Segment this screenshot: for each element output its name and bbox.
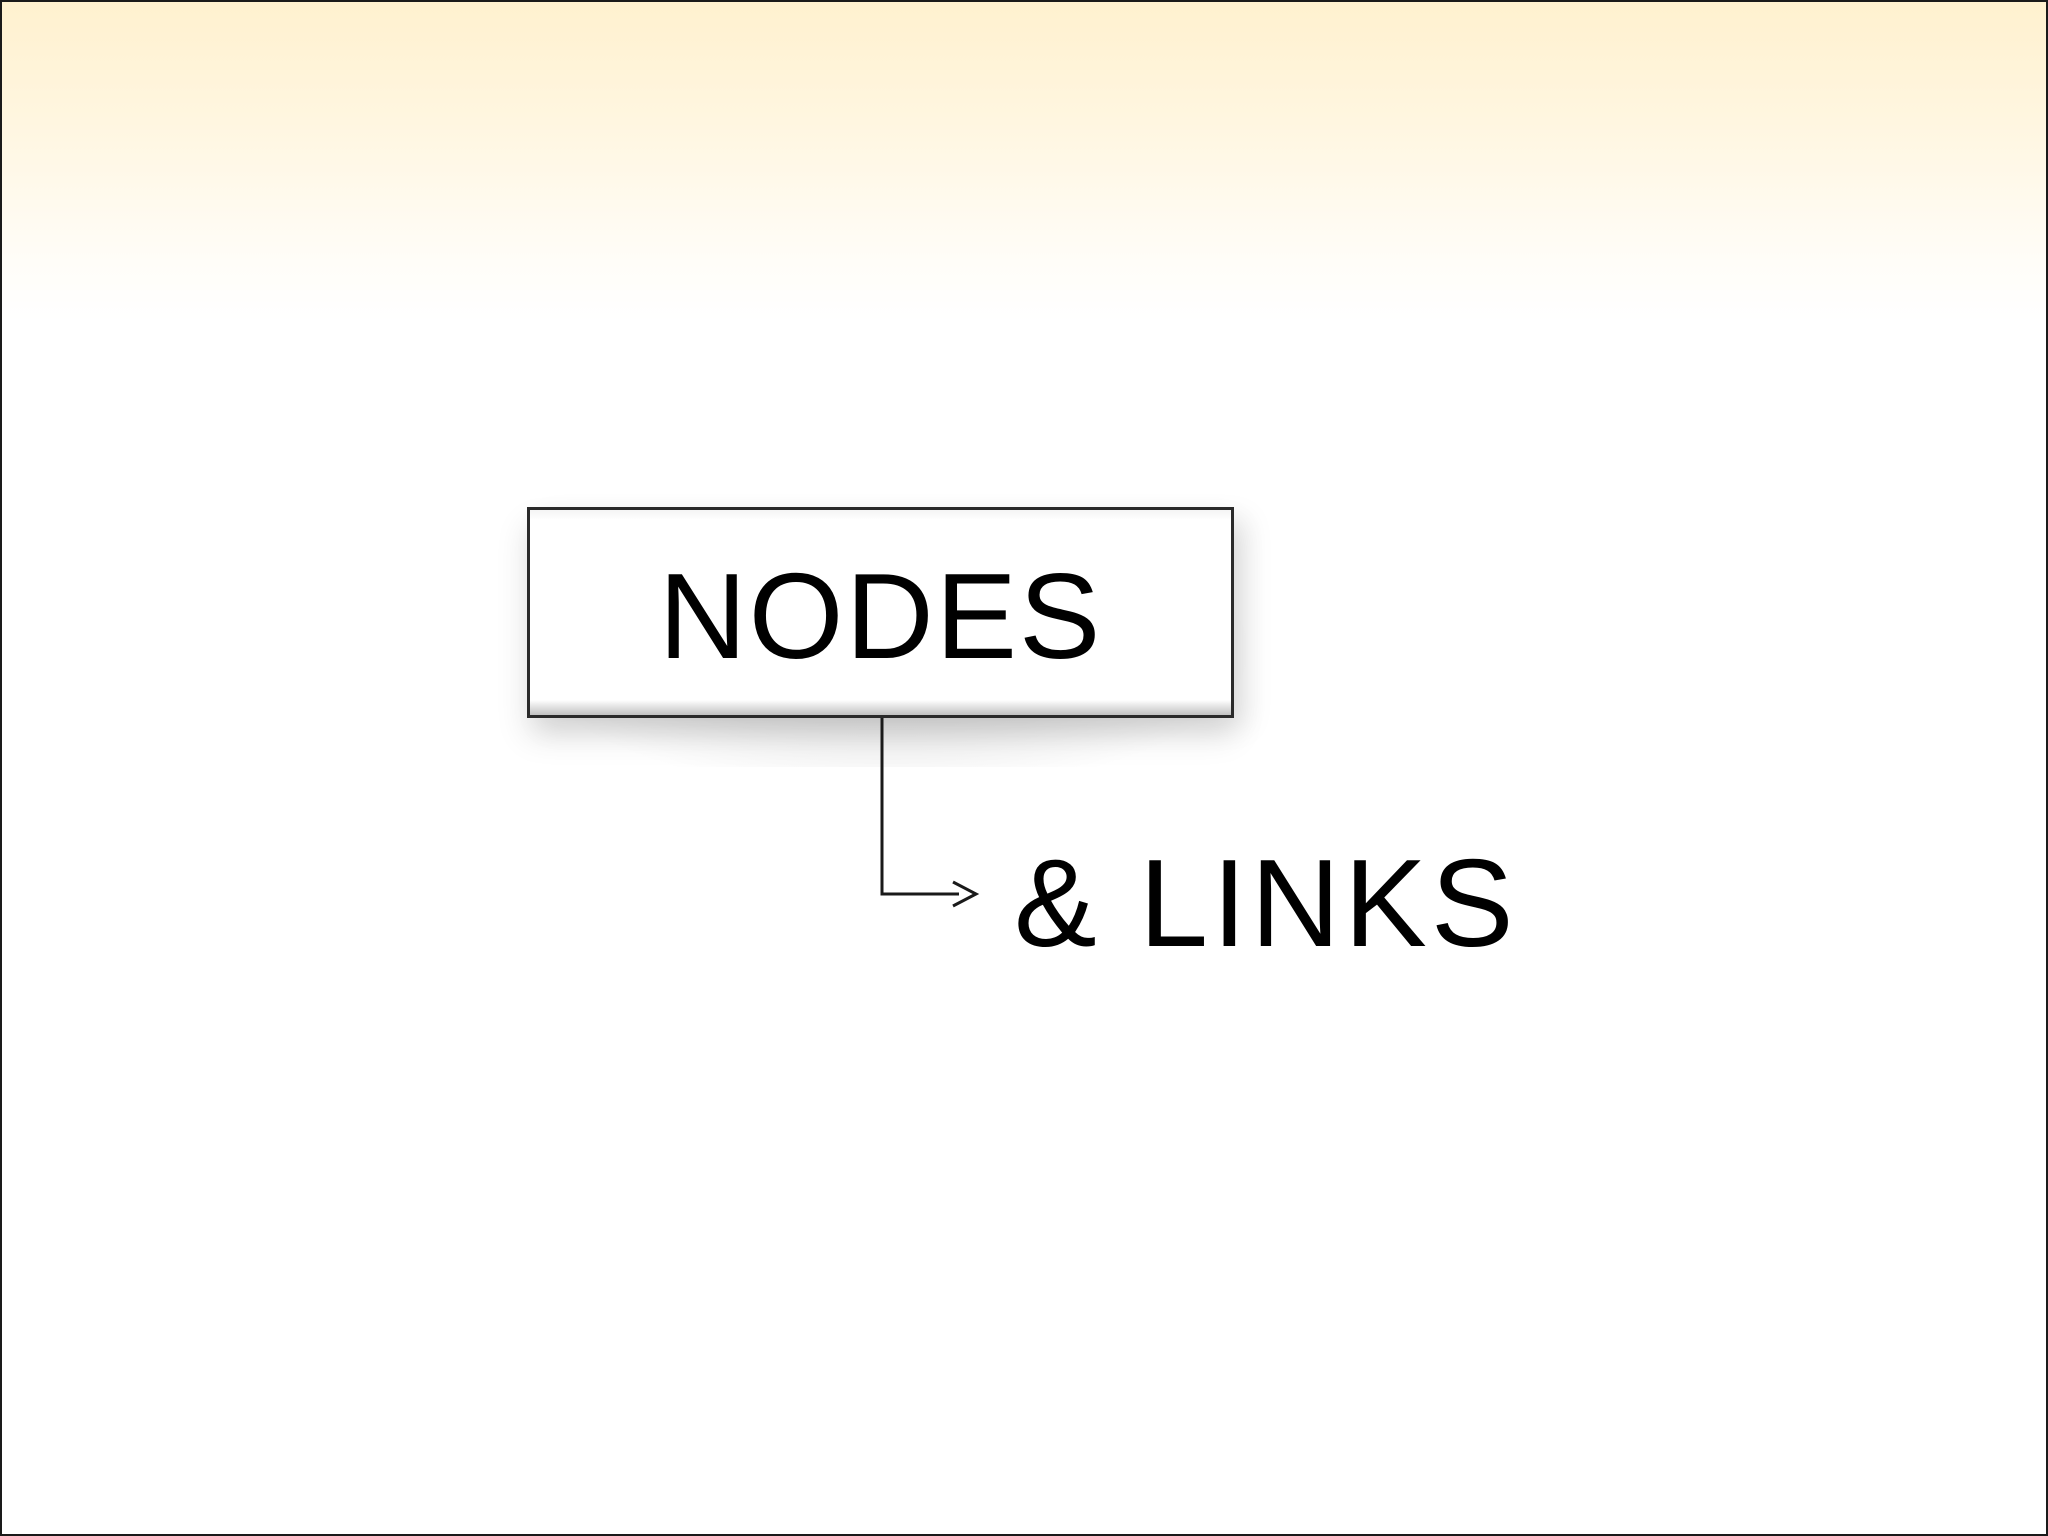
links-label: & LINKS bbox=[1014, 835, 1518, 973]
connector-line bbox=[880, 718, 959, 896]
nodes-label: NODES bbox=[658, 547, 1103, 684]
nodes-box: NODES bbox=[527, 507, 1234, 718]
connector-arrowhead bbox=[952, 880, 980, 908]
